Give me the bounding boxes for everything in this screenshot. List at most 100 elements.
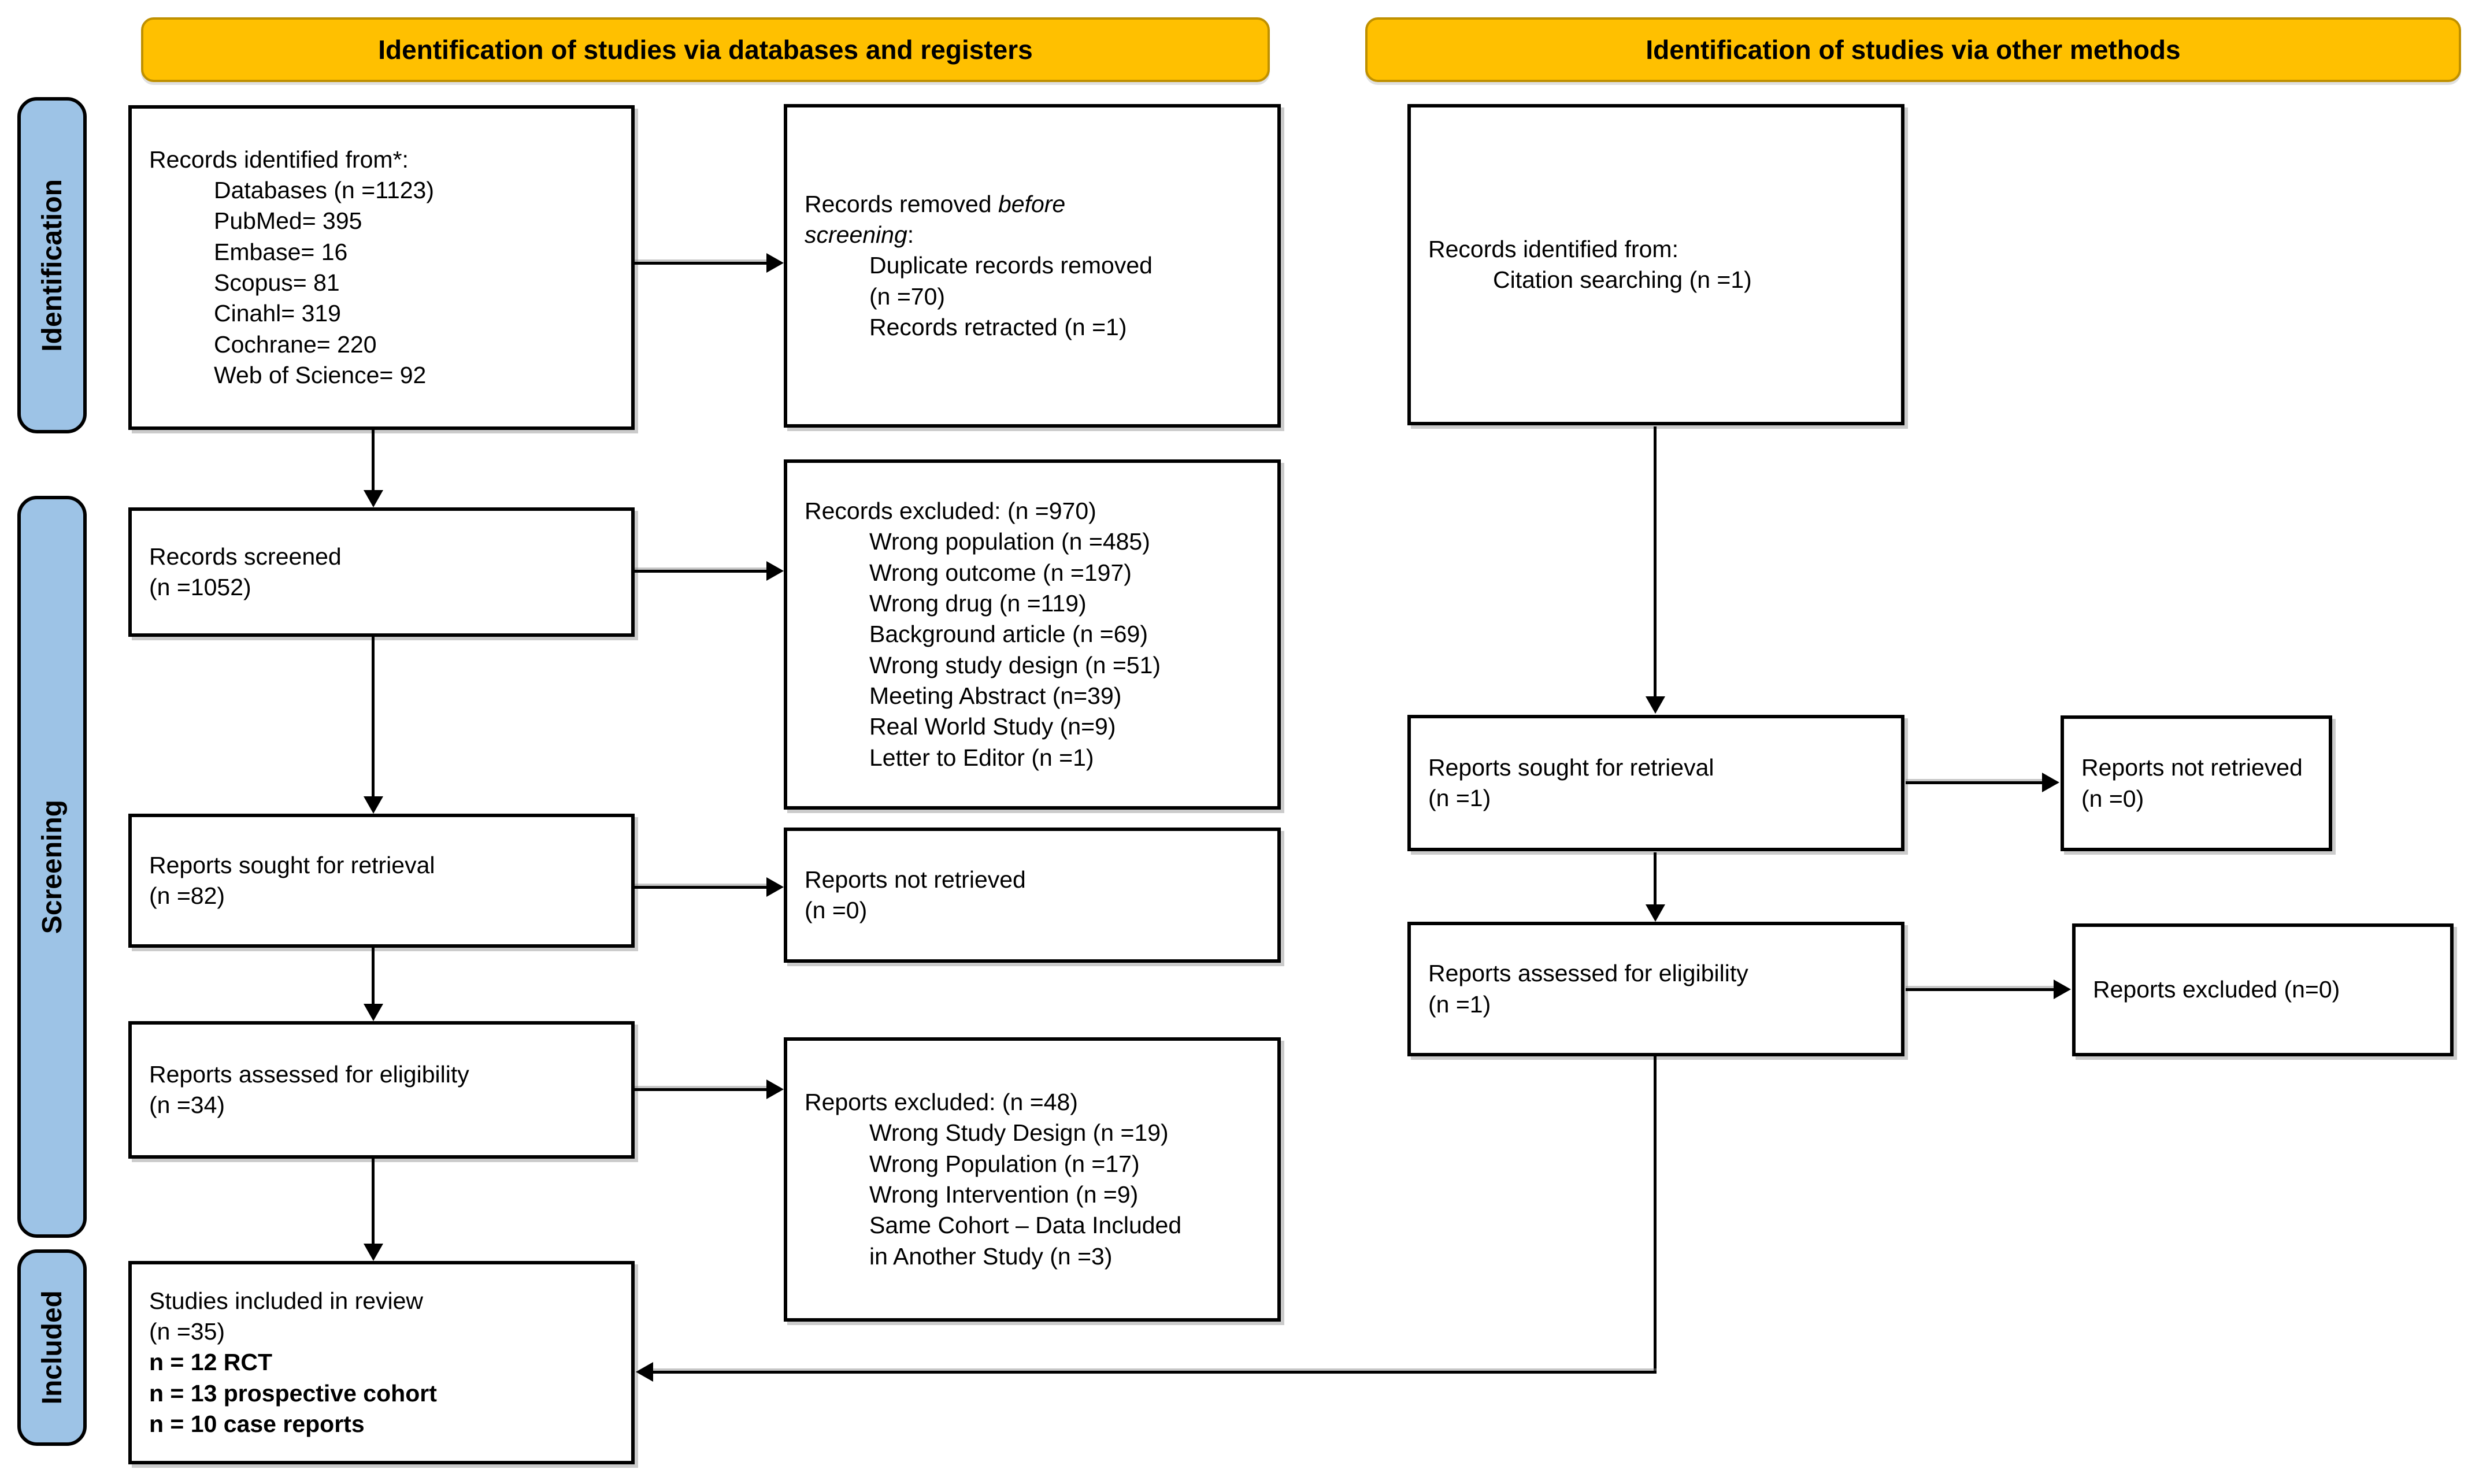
list-item: Scopus= 81 <box>214 269 340 296</box>
connector-other-to-included-head <box>636 1362 653 1382</box>
header-other-methods-label: Identification of studies via other meth… <box>1646 35 2181 65</box>
list-item: Meeting Abstract (n=39) <box>869 682 1122 709</box>
connector-other-to-included-line <box>652 1371 1657 1374</box>
connector-assessed-other-down-line <box>1654 1056 1657 1372</box>
box-line: Reports excluded (n=0) <box>2093 976 2340 1003</box>
stage-identification: Identification <box>17 97 87 433</box>
list-item: Real World Study (n=9) <box>869 713 1116 740</box>
box-line: (n =1) <box>1428 990 1491 1018</box>
arrow-identified-to-screened-head <box>364 490 383 507</box>
box-line: Reports assessed for eligibility <box>1428 960 1748 987</box>
list-item: Citation searching (n =1) <box>1493 266 1752 293</box>
list-item: Wrong outcome (n =197) <box>869 559 1132 586</box>
box-title: screening: <box>805 220 1261 250</box>
arrow-sought-to-notretrieved-head <box>766 877 784 897</box>
box-reports-assessed: Reports assessed for eligibility (n =34) <box>128 1021 635 1159</box>
list-item: Duplicate records removed <box>869 252 1153 279</box>
list-item: Databases (n =1123) <box>214 177 435 204</box>
arrow-identified-to-removed-head <box>766 253 784 273</box>
box-records-screened: Records screened (n =1052) <box>128 507 635 637</box>
box-studies-included: Studies included in review (n =35) n = 1… <box>128 1261 635 1464</box>
box-reports-not-retrieved: Reports not retrieved (n =0) <box>784 828 1281 963</box>
box-title: Records identified from*: <box>149 146 409 173</box>
arrow-assessed-other-to-excluded-head <box>2054 980 2071 999</box>
arrow-citation-to-sought-head <box>1646 696 1665 714</box>
stage-included-label: Included <box>36 1290 68 1405</box>
list-item: Background article (n =69) <box>869 621 1148 648</box>
box-line: (n =0) <box>805 897 868 923</box>
header-other-methods: Identification of studies via other meth… <box>1365 17 2461 82</box>
list-item: PubMed= 395 <box>214 207 362 235</box>
box-line: Studies included in review <box>149 1287 424 1314</box>
box-line: (n =82) <box>149 882 225 909</box>
list-item: Cochrane= 220 <box>214 331 377 358</box>
box-line: (n =34) <box>149 1092 225 1118</box>
arrow-sought-to-assessed-other-head <box>1646 904 1665 922</box>
arrow-sought-other-to-notretrieved-line <box>1906 781 2044 784</box>
included-count-rct: n = 12 RCT <box>149 1349 273 1376</box>
box-line: Reports sought for retrieval <box>1428 754 1714 781</box>
title-italic: before <box>998 190 1066 217</box>
arrow-screened-to-excluded-line <box>635 570 769 573</box>
box-line: (n =1) <box>1428 785 1491 811</box>
box-line: (n =1052) <box>149 574 251 600</box>
arrow-screened-to-excluded-head <box>766 561 784 581</box>
list-item: Cinahl= 319 <box>214 300 341 327</box>
arrow-identified-to-screened-line <box>372 430 375 492</box>
box-line: Reports sought for retrieval <box>149 851 435 878</box>
list-item: Wrong drug (n =119) <box>869 590 1087 617</box>
box-title: Records removed before <box>805 189 1261 220</box>
box-citation-records: Records identified from: Citation search… <box>1407 104 1904 425</box>
header-databases-registers: Identification of studies via databases … <box>141 17 1270 82</box>
arrow-identified-to-removed-line <box>635 262 769 265</box>
list-item: in Another Study (n =3) <box>869 1242 1113 1270</box>
box-reports-excluded: Reports excluded: (n =48) Wrong Study De… <box>784 1037 1281 1322</box>
stage-included: Included <box>17 1249 87 1446</box>
header-databases-registers-label: Identification of studies via databases … <box>378 35 1033 65</box>
box-records-excluded: Records excluded: (n =970) Wrong populat… <box>784 459 1281 810</box>
arrow-sought-other-to-notretrieved-head <box>2042 773 2059 792</box>
list-item: Wrong Study Design (n =19) <box>869 1119 1169 1147</box>
list-item: (n =70) <box>869 283 946 310</box>
arrow-sought-to-assessed-other-line <box>1654 852 1657 906</box>
arrow-citation-to-sought-line <box>1654 426 1657 699</box>
box-line: Reports assessed for eligibility <box>149 1060 469 1088</box>
box-reports-excluded-other: Reports excluded (n=0) <box>2072 923 2454 1056</box>
list-item: Records retracted (n =1) <box>869 313 1127 340</box>
box-reports-assessed-other: Reports assessed for eligibility (n =1) <box>1407 922 1904 1056</box>
title-text: Records removed <box>805 190 998 217</box>
title-text: : <box>907 221 914 248</box>
arrow-assessed-to-included-line <box>372 1159 375 1245</box>
arrow-assessed-other-to-excluded-line <box>1906 988 2056 991</box>
stage-screening-label: Screening <box>36 799 68 934</box>
arrow-assessed-to-excluded-line <box>635 1088 769 1091</box>
list-item: Wrong study design (n =51) <box>869 651 1161 678</box>
arrow-sought-to-assessed-line <box>372 948 375 1005</box>
box-line: Records screened <box>149 543 342 570</box>
stage-screening: Screening <box>17 496 87 1238</box>
included-count-cohort: n = 13 prospective cohort <box>149 1379 437 1407</box>
list-item: Web of Science= 92 <box>214 361 427 388</box>
box-reports-sought-other: Reports sought for retrieval (n =1) <box>1407 715 1904 851</box>
list-item: Letter to Editor (n =1) <box>869 744 1094 771</box>
box-line: Reports not retrieved <box>805 866 1026 893</box>
list-item: Same Cohort – Data Included <box>869 1212 1182 1239</box>
title-italic: screening <box>805 221 907 248</box>
list-item: Wrong population (n =485) <box>869 528 1150 555</box>
list-item: Embase= 16 <box>214 238 348 265</box>
box-reports-not-retrieved-other: Reports not retrieved (n =0) <box>2061 715 2332 851</box>
box-line: Reports not retrieved <box>2081 754 2303 781</box>
arrow-assessed-to-excluded-head <box>766 1079 784 1099</box>
box-line: (n =35) <box>149 1318 225 1345</box>
arrow-sought-to-notretrieved-line <box>635 886 769 889</box>
box-line: (n =0) <box>2081 785 2144 812</box>
arrow-screened-to-sought-line <box>372 637 375 799</box>
box-title: Records identified from: <box>1428 235 1678 262</box>
list-item: Wrong Population (n =17) <box>869 1150 1140 1177</box>
box-records-identified: Records identified from*: Databases (n =… <box>128 105 635 430</box>
arrow-sought-to-assessed-head <box>364 1004 383 1021</box>
box-title: Records excluded: (n =970) <box>805 498 1096 525</box>
box-records-removed: Records removed before screening: Duplic… <box>784 104 1281 428</box>
box-reports-sought: Reports sought for retrieval (n =82) <box>128 814 635 948</box>
